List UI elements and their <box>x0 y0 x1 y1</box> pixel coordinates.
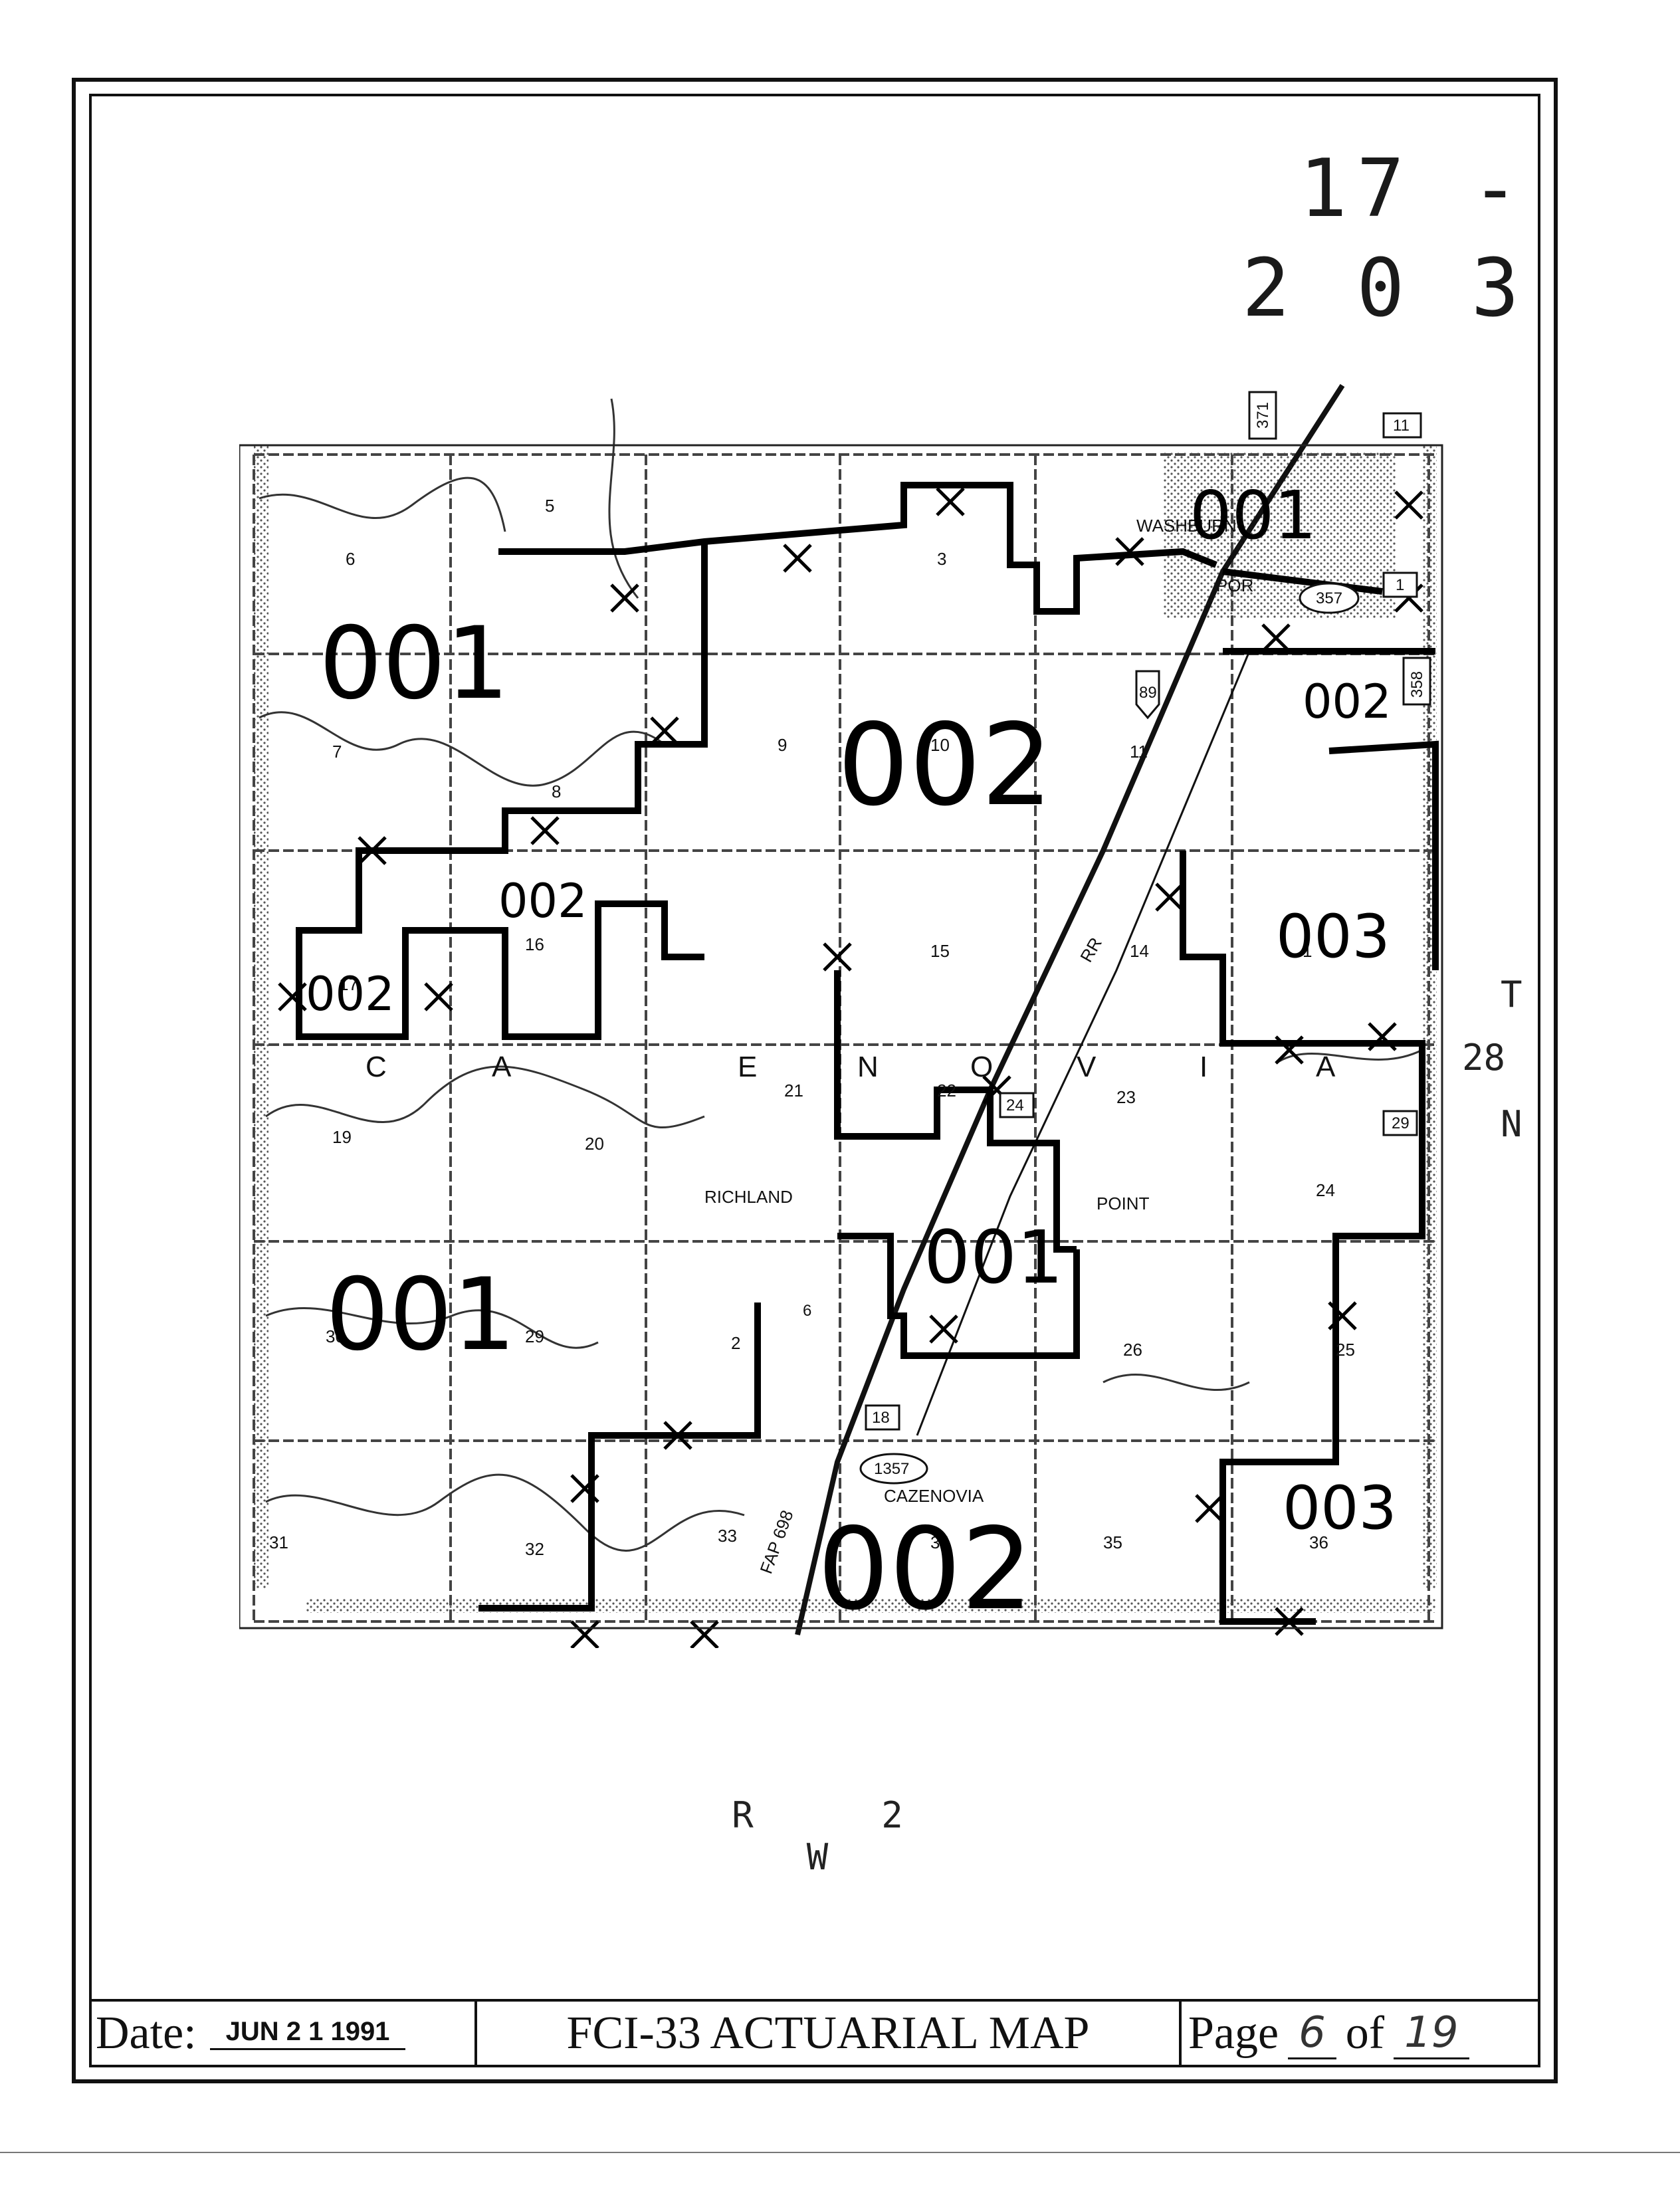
township-label-t: T <box>1501 974 1522 1015</box>
township-letter: O <box>970 1051 993 1083</box>
zone-boundary-marks <box>278 487 1423 1648</box>
date-cell: Date: JUN 2 1 1991 <box>92 2002 477 2065</box>
township-letter: N <box>857 1051 879 1083</box>
streams <box>259 398 1423 1552</box>
section-number: 6 <box>346 549 355 569</box>
zone-numbers: 001 002 001 002 003 002 002 001 001 002 … <box>306 476 1397 1635</box>
section-number: 10 <box>930 735 950 755</box>
route-shield-6: 6 <box>803 1302 811 1320</box>
section-number: 35 <box>1103 1532 1122 1552</box>
zone-number: 003 <box>1283 1473 1397 1543</box>
township-name-letters: C A E N O V I A <box>366 1051 1336 1083</box>
section-number: 2 <box>731 1333 740 1353</box>
place-name-washburn: WASHBURN <box>1136 516 1237 536</box>
township-letter: I <box>1200 1051 1208 1083</box>
date-label: Date: <box>96 2008 197 2059</box>
section-number: 25 <box>1336 1340 1355 1360</box>
section-number: 36 <box>1309 1532 1328 1552</box>
map-title: FCI-33 ACTUARIAL MAP <box>566 2008 1090 2059</box>
west-boundary-strip <box>254 445 268 1588</box>
actuarial-map: 5 3 6 7 8 9 10 11 1 15 14 21 23 19 20 24… <box>239 383 1443 1648</box>
outer-border <box>72 78 1558 2083</box>
section-number: 17 <box>339 974 358 994</box>
route-shield-358: 358 <box>1408 671 1426 698</box>
page-number: 6 <box>1288 2008 1336 2059</box>
range-label: R 2 W <box>732 1794 956 1878</box>
place-name-por: POR <box>1216 575 1253 595</box>
section-number: 29 <box>525 1326 544 1346</box>
section-number: 11 <box>1130 742 1148 762</box>
section-number: 23 <box>1116 1087 1136 1107</box>
zone-number: 002 <box>498 874 587 928</box>
route-shield-1357: 1357 <box>874 1460 909 1478</box>
section-number: 24 <box>1316 1180 1335 1200</box>
route-shield-371: 371 <box>1254 402 1272 429</box>
highway-label: FAP 698 <box>756 1508 797 1577</box>
of-label: of <box>1345 2008 1385 2059</box>
section-number: 26 <box>1123 1340 1142 1360</box>
route-shield-24: 24 <box>1006 1096 1024 1114</box>
route-shield-1: 1 <box>1396 576 1404 594</box>
section-number: 22 <box>937 1081 956 1100</box>
section-number: 30 <box>326 1326 345 1346</box>
section-number: 1 <box>1303 941 1312 961</box>
zone-number: 003 <box>1276 902 1390 972</box>
township-letter: V <box>1077 1051 1097 1083</box>
footer-bar: Date: JUN 2 1 1991 FCI-33 ACTUARIAL MAP … <box>92 1999 1538 2065</box>
section-number: 32 <box>525 1539 544 1559</box>
place-names: WASHBURN POR RICHLAND CAZENOVIA POINT RR… <box>704 516 1253 1576</box>
township-letter: C <box>366 1051 387 1083</box>
zone-number: 002 <box>306 967 395 1021</box>
page-label: Page <box>1188 2008 1279 2059</box>
page-cell: Page 6 of 19 <box>1182 2002 1538 2065</box>
zone-number: 001 <box>1190 476 1316 554</box>
place-name-cazenovia: CAZENOVIA <box>884 1486 984 1506</box>
zone-number: 002 <box>817 1504 1033 1635</box>
zone-number: 001 <box>924 1215 1063 1300</box>
section-number: 8 <box>552 782 561 801</box>
railroad-label: RR <box>1076 934 1106 966</box>
township-label-28: 28 <box>1462 1037 1506 1079</box>
section-number: 7 <box>332 742 342 762</box>
section-number: 5 <box>545 496 554 516</box>
township-letter: A <box>1316 1051 1336 1083</box>
zone-number: 002 <box>1303 675 1392 729</box>
section-number: 14 <box>1130 941 1149 961</box>
section-number: 9 <box>778 735 787 755</box>
section-number: 15 <box>930 941 950 961</box>
place-name-point: POINT <box>1097 1194 1150 1213</box>
section-number: 21 <box>784 1081 803 1100</box>
place-name-richland: RICHLAND <box>704 1187 793 1207</box>
scan-edge-line <box>0 2152 1680 2153</box>
section-number: 20 <box>585 1134 604 1154</box>
section-number: 31 <box>269 1532 288 1552</box>
route-shields: 371 11 357 1 89 24 18 1357 358 29 6 <box>803 391 1431 1485</box>
document-number: 17 - 2 0 3 <box>1241 143 1528 335</box>
zone-number: 002 <box>837 700 1053 831</box>
township-letter: A <box>492 1051 512 1083</box>
township-label-n: N <box>1501 1103 1522 1145</box>
page-total: 19 <box>1394 2008 1469 2059</box>
section-number: 16 <box>525 934 544 954</box>
section-number: 19 <box>332 1127 352 1147</box>
inner-border <box>89 94 1540 2067</box>
zone-number: 001 <box>319 606 509 722</box>
section-numbers: 5 3 6 7 8 9 10 11 1 15 14 21 23 19 20 24… <box>269 496 1355 1559</box>
route-shield-29: 29 <box>1392 1114 1410 1132</box>
section-number: 3 <box>937 549 946 569</box>
township-letter: E <box>738 1051 757 1083</box>
route-shield-11: 11 <box>1393 417 1410 435</box>
date-stamp: JUN 2 1 1991 <box>209 2017 406 2050</box>
zone-boundaries <box>296 482 1439 1625</box>
route-shield-357: 357 <box>1316 589 1342 607</box>
route-shield-18: 18 <box>872 1409 890 1427</box>
title-cell: FCI-33 ACTUARIAL MAP <box>477 2002 1182 2065</box>
section-number: 33 <box>718 1526 737 1546</box>
zone-number: 001 <box>326 1257 516 1373</box>
section-number: 34 <box>930 1532 950 1552</box>
map-neatline <box>239 444 1443 1629</box>
route-shield-89: 89 <box>1139 684 1157 702</box>
